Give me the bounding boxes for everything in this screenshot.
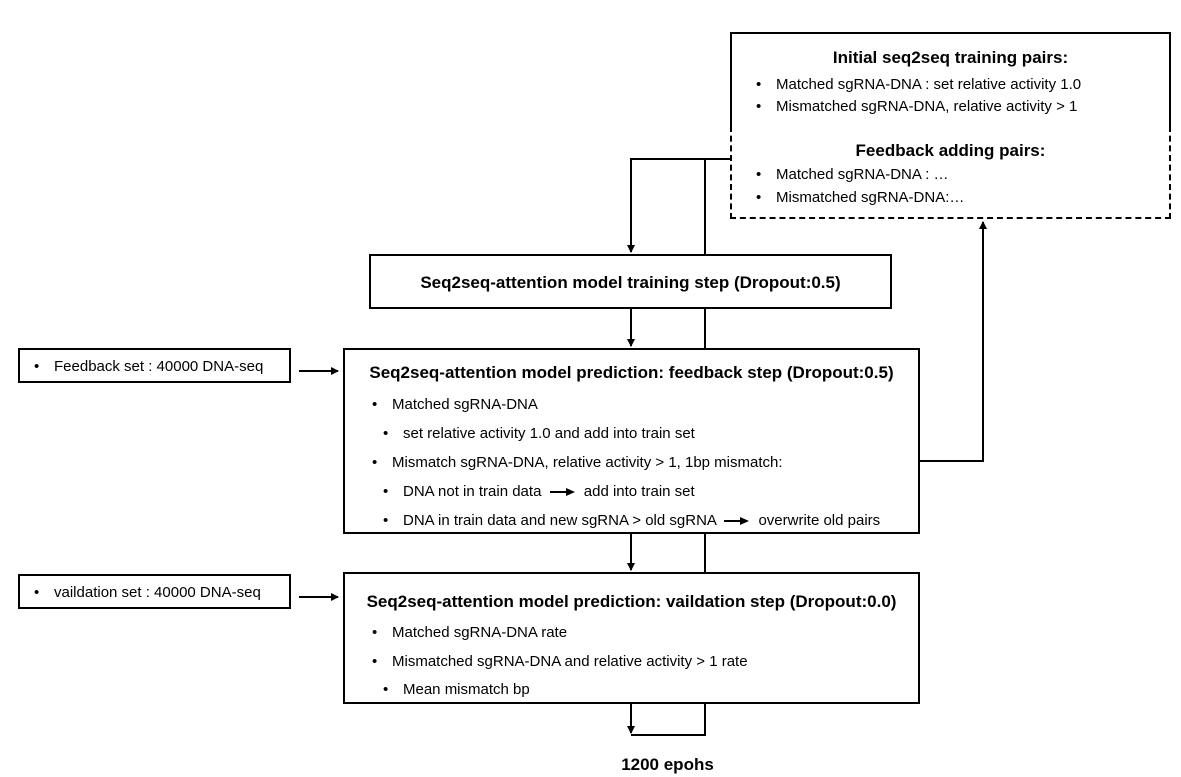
bullet-icon: • xyxy=(383,681,389,698)
epochs-label: 1200 epohs xyxy=(621,755,714,774)
validation-step-box: Seq2seq-attention model prediction: vail… xyxy=(343,572,920,704)
bullet-icon: • xyxy=(372,653,378,670)
feedback-set-box: • Feedback set : 40000 DNA-seq xyxy=(18,348,291,383)
feedback-step-item-text: Mismatch sgRNA-DNA, relative activity > … xyxy=(392,454,783,471)
bullet-icon: • xyxy=(756,76,762,93)
feedback-set-text: Feedback set : 40000 DNA-seq xyxy=(54,358,264,375)
right-arrow-icon xyxy=(549,488,575,497)
bullet-icon: • xyxy=(34,584,40,601)
feedback-pairs-box: Feedback adding pairs: • Matched sgRNA-DN… xyxy=(730,126,1171,219)
bullet-icon: • xyxy=(372,624,378,641)
arrow-row-before-text: DNA in train data and new sgRNA > old sg… xyxy=(403,512,717,529)
validation-set-box: • vaildation set : 40000 DNA-seq xyxy=(18,574,291,609)
initial-pairs-box: Initial seq2seq training pairs: • Matched… xyxy=(730,32,1171,128)
training-step-box: Seq2seq-attention model training step (D… xyxy=(369,254,892,309)
bullet-icon: • xyxy=(34,358,40,375)
feedback-pairs-title: Feedback adding pairs: xyxy=(855,141,1046,160)
initial-pairs-item-text: Matched sgRNA-DNA : set relative activit… xyxy=(776,76,1082,93)
feedback-pairs-item-text: Mismatched sgRNA-DNA:… xyxy=(776,189,965,206)
feedback-pairs-item: • Matched sgRNA-DNA : … xyxy=(756,166,949,183)
bullet-icon: • xyxy=(372,396,378,413)
initial-pairs-title: Initial seq2seq training pairs: xyxy=(832,48,1069,67)
arrow-row-after-text: add into train set xyxy=(583,483,695,500)
validation-step-title: Seq2seq-attention model prediction: vail… xyxy=(366,592,897,611)
bullet-icon: • xyxy=(756,98,762,115)
feedback-step-item: • Matched sgRNA-DNA xyxy=(372,396,538,413)
bullet-icon: • xyxy=(372,454,378,471)
feedback-to-pairs-connector xyxy=(920,221,987,462)
bullet-icon: • xyxy=(383,512,389,529)
arrow-row-after-text: overwrite old pairs xyxy=(758,512,881,529)
right-arrow-icon xyxy=(724,517,750,526)
validation-step-item: • Mismatched sgRNA-DNA and relative activ… xyxy=(372,653,748,670)
feedback-step-subitem: • DNA not in train data add into train se… xyxy=(383,483,695,500)
validation-step-subitem-text: Mean mismatch bp xyxy=(403,681,530,698)
validation-step-item: • Matched sgRNA-DNA rate xyxy=(372,624,567,641)
validation-step-item-text: Matched sgRNA-DNA rate xyxy=(392,624,568,641)
initial-pairs-item: • Matched sgRNA-DNA : set relative activi… xyxy=(756,76,1081,93)
bullet-icon: • xyxy=(756,166,762,183)
feedback-step-title: Seq2seq-attention model prediction: feed… xyxy=(369,363,894,382)
feedback-set-text-row: • Feedback set : 40000 DNA-seq xyxy=(34,358,263,375)
bullet-icon: • xyxy=(756,189,762,206)
bullet-icon: • xyxy=(383,425,389,442)
feedback-step-box: Seq2seq-attention model prediction: feed… xyxy=(343,348,920,534)
feedback-step-subitem: • DNA in train data and new sgRNA > old s… xyxy=(383,512,880,529)
initial-pairs-item: • Mismatched sgRNA-DNA, relative activity… xyxy=(756,98,1077,115)
training-step-title: Seq2seq-attention model training step (D… xyxy=(420,273,841,292)
feedback-step-item: • Mismatch sgRNA-DNA, relative activity >… xyxy=(372,454,783,471)
loop-connector-top xyxy=(627,158,730,253)
feedback-step-item-text: Matched sgRNA-DNA xyxy=(392,396,538,413)
feedback-step-subitem: • set relative activity 1.0 and add into … xyxy=(383,425,695,442)
initial-pairs-item-text: Mismatched sgRNA-DNA, relative activity … xyxy=(776,98,1078,115)
feedback-pairs-item: • Mismatched sgRNA-DNA:… xyxy=(756,189,964,206)
validation-set-text: vaildation set : 40000 DNA-seq xyxy=(54,584,261,601)
validation-step-item-text: Mismatched sgRNA-DNA and relative activi… xyxy=(392,653,748,670)
feedback-pairs-item-text: Matched sgRNA-DNA : … xyxy=(776,166,949,183)
validation-set-text-row: • vaildation set : 40000 DNA-seq xyxy=(34,584,261,601)
validation-step-subitem: • Mean mismatch bp xyxy=(383,681,530,698)
epochs-loop-return xyxy=(631,704,706,736)
feedback-step-subitem-text: set relative activity 1.0 and add into t… xyxy=(403,425,695,442)
bullet-icon: • xyxy=(383,483,389,500)
arrow-row-before-text: DNA not in train data xyxy=(403,483,542,500)
